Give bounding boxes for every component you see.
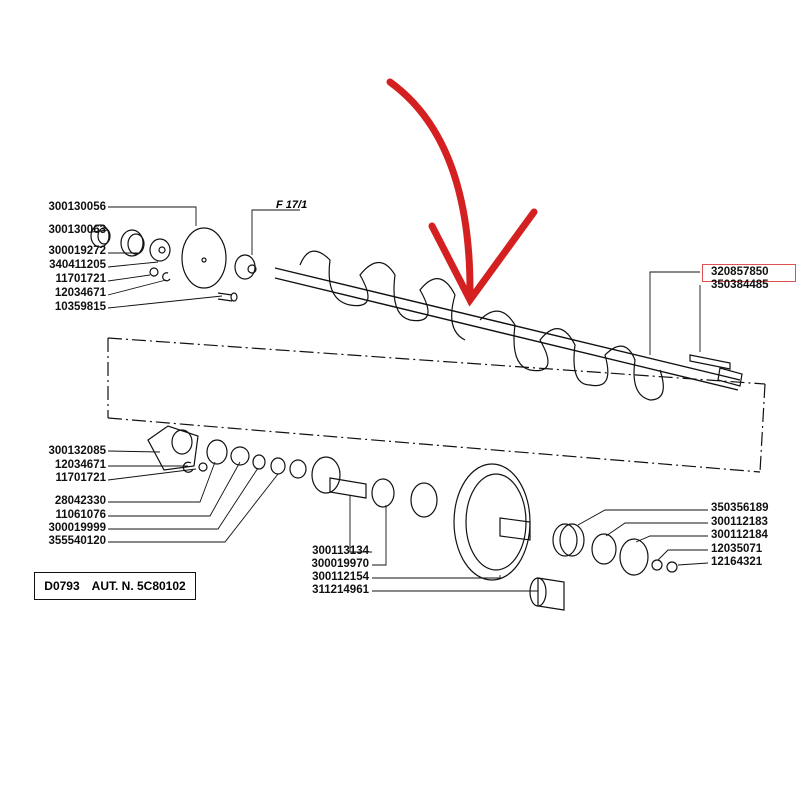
- part-label-highlighted[interactable]: 320857850: [711, 266, 769, 278]
- part-label[interactable]: 11701721: [55, 472, 106, 484]
- bearing-parts: [147, 425, 678, 611]
- part-label[interactable]: 11701721: [55, 273, 106, 285]
- red-arrow-annotation: [386, 78, 538, 307]
- part-label[interactable]: 300130056: [48, 201, 106, 213]
- figure-reference: F 17/1: [276, 199, 308, 211]
- drawing-number: D0793: [44, 579, 80, 593]
- assembly-boundary: [107, 337, 766, 473]
- drawing-reference-box: D0793 AUT. N. 5C80102: [34, 572, 196, 600]
- part-label[interactable]: 300130063: [48, 224, 106, 236]
- part-label[interactable]: 300019970: [311, 558, 369, 570]
- authorization-number: AUT. N. 5C80102: [91, 579, 186, 593]
- part-label[interactable]: 300112154: [312, 571, 369, 583]
- leader-lines-top-left: [91, 206, 300, 309]
- part-label[interactable]: 350356189: [711, 502, 769, 514]
- part-label[interactable]: 12035071: [711, 543, 763, 555]
- part-label[interactable]: 28042330: [54, 495, 106, 507]
- part-label[interactable]: 311214961: [312, 584, 369, 596]
- part-label[interactable]: 12034671: [54, 459, 106, 471]
- part-label[interactable]: 12164321: [711, 556, 763, 568]
- part-label[interactable]: 300112183: [711, 516, 768, 528]
- part-label[interactable]: 300113134: [312, 545, 369, 557]
- part-label[interactable]: 300019272: [48, 245, 106, 257]
- auger-shaft: [274, 250, 743, 401]
- part-label[interactable]: 340411205: [49, 259, 106, 271]
- leader-lines-top-right: [649, 271, 701, 355]
- part-label[interactable]: 12034671: [54, 287, 106, 299]
- part-label[interactable]: 300019999: [48, 522, 106, 534]
- highlight-box: [702, 264, 796, 282]
- part-label[interactable]: 300112184: [711, 529, 768, 541]
- part-label[interactable]: 300132085: [48, 445, 106, 457]
- part-label[interactable]: 11061076: [55, 509, 106, 521]
- part-label[interactable]: 350384485: [711, 279, 769, 291]
- leader-lines-bottom: [107, 450, 709, 592]
- part-label[interactable]: 10359815: [54, 301, 106, 313]
- drive-parts-top: [90, 224, 257, 302]
- part-label[interactable]: 355540120: [48, 535, 106, 547]
